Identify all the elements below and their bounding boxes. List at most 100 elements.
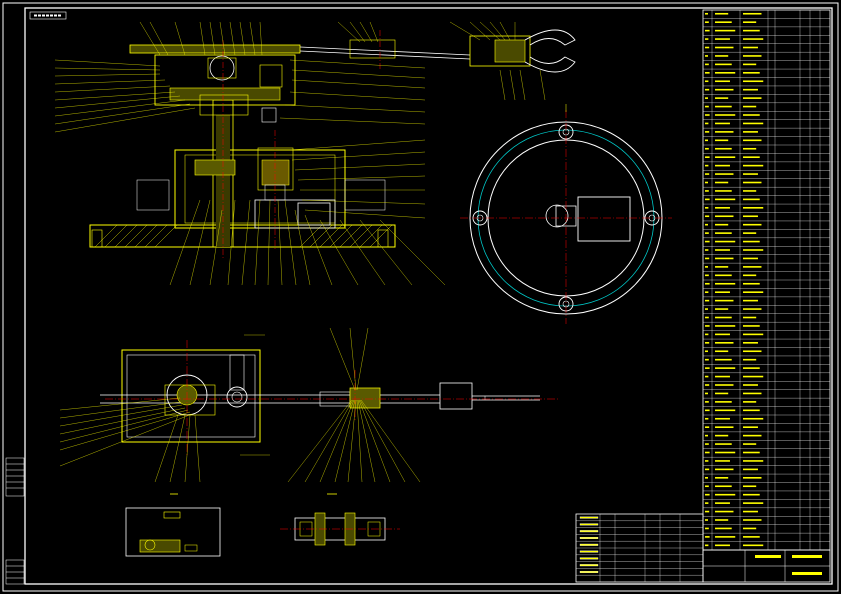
parts-cell-text (715, 443, 732, 445)
parts-cell-text (743, 493, 760, 496)
parts-cell-text (715, 232, 732, 234)
parts-cell-text (743, 299, 758, 302)
parts-cell-text (705, 468, 710, 471)
parts-cell-text (705, 333, 709, 336)
parts-cell-text (743, 198, 760, 201)
motor-block (254, 199, 336, 229)
parts-cell-text (743, 519, 762, 521)
parts-cell-text (715, 536, 736, 538)
parts-cell-text (743, 72, 760, 74)
parts-cell-text (743, 274, 757, 277)
parts-cell-text (705, 72, 710, 74)
parts-cell-text (715, 342, 734, 344)
parts-cell-text (715, 249, 730, 251)
parts-cell-text (743, 38, 764, 40)
parts-cell-text (705, 493, 710, 496)
parts-cell-text (715, 502, 730, 504)
gripper-body (494, 39, 526, 63)
parts-cell-text (715, 527, 732, 530)
parts-cell-text (743, 88, 758, 91)
parts-cell-text (743, 384, 758, 386)
parts-cell-text (715, 21, 732, 23)
parts-cell-text (705, 122, 709, 125)
parts-cell-text (743, 392, 762, 395)
parts-cell-text (743, 477, 762, 479)
parts-cell-text (743, 367, 760, 369)
parts-cell-text (705, 291, 709, 293)
parts-cell-text (705, 443, 709, 445)
parts-cell-text (715, 72, 736, 74)
parts-cell-text (715, 460, 730, 462)
parts-cell-text (715, 417, 730, 420)
parts-cell-text (705, 536, 710, 538)
title-cell-text (579, 550, 599, 553)
parts-cell-text (705, 358, 709, 361)
parts-cell-text (743, 460, 764, 462)
parts-cell-text (715, 350, 729, 353)
parts-cell-text (743, 266, 762, 268)
parts-cell-text (705, 80, 709, 83)
parts-cell-text (715, 519, 729, 521)
parts-cell-text (743, 46, 758, 49)
parts-cell-text (705, 173, 710, 175)
parts-cell-text (705, 325, 710, 327)
parts-cell-text (705, 240, 710, 243)
parts-cell-text (715, 477, 729, 479)
parts-cell-text (705, 139, 708, 142)
parts-cell-text (705, 131, 710, 133)
parts-list-table (702, 9, 831, 551)
leader-lines-top (139, 21, 516, 56)
parts-cell-text (743, 527, 757, 530)
parts-cell-text (715, 131, 734, 133)
parts-cell-text (743, 147, 757, 150)
parts-cell-text (743, 156, 760, 158)
parts-cell-text (743, 417, 764, 420)
parts-cell-text (715, 544, 730, 547)
title-cell-text (579, 537, 599, 539)
parts-cell-text (743, 426, 758, 428)
parts-cell-text (743, 63, 757, 66)
parts-cell-text (705, 426, 710, 428)
parts-cell-text (743, 55, 762, 57)
parts-cell-text (743, 249, 764, 251)
parts-cell-text (705, 21, 709, 23)
parts-cell-text (743, 139, 762, 142)
parts-cell-text (705, 510, 710, 513)
parts-cell-text (705, 367, 710, 369)
parts-cell-text (705, 257, 710, 260)
parts-cell-text (705, 375, 709, 378)
parts-cell-text (715, 375, 730, 378)
parts-cell-text (715, 493, 736, 496)
leader-lines-right (279, 59, 426, 219)
parts-cell-text (715, 173, 734, 175)
parts-cell-text (743, 308, 762, 310)
parts-cell-text (715, 266, 729, 268)
detail-b-view (280, 493, 400, 546)
parts-cell-text (715, 147, 732, 150)
base-plate (89, 224, 396, 248)
parts-cell-text (715, 299, 734, 302)
parts-cell-text (715, 401, 732, 403)
parts-cell-text (743, 342, 758, 344)
parts-cell-text (705, 114, 710, 116)
plan-joint (349, 387, 381, 409)
parts-cell-text (715, 274, 732, 277)
parts-cell-text (705, 181, 708, 184)
parts-cell-text (705, 477, 708, 479)
parts-cell-text (715, 198, 736, 201)
parts-cell-text (705, 299, 710, 302)
parts-cell-text (715, 468, 734, 471)
parts-cell-text (743, 502, 764, 504)
parts-cell-text (715, 485, 732, 488)
parts-cell-text (705, 401, 709, 403)
front-elevation-view (54, 21, 576, 286)
title-cell-text (579, 557, 599, 560)
parts-cell-text (743, 510, 758, 513)
parts-cell-text (705, 232, 709, 234)
parts-cell-text (743, 97, 762, 99)
parts-cell-text (743, 468, 758, 471)
parts-cell-text (715, 164, 730, 167)
parts-cell-text (743, 485, 757, 488)
